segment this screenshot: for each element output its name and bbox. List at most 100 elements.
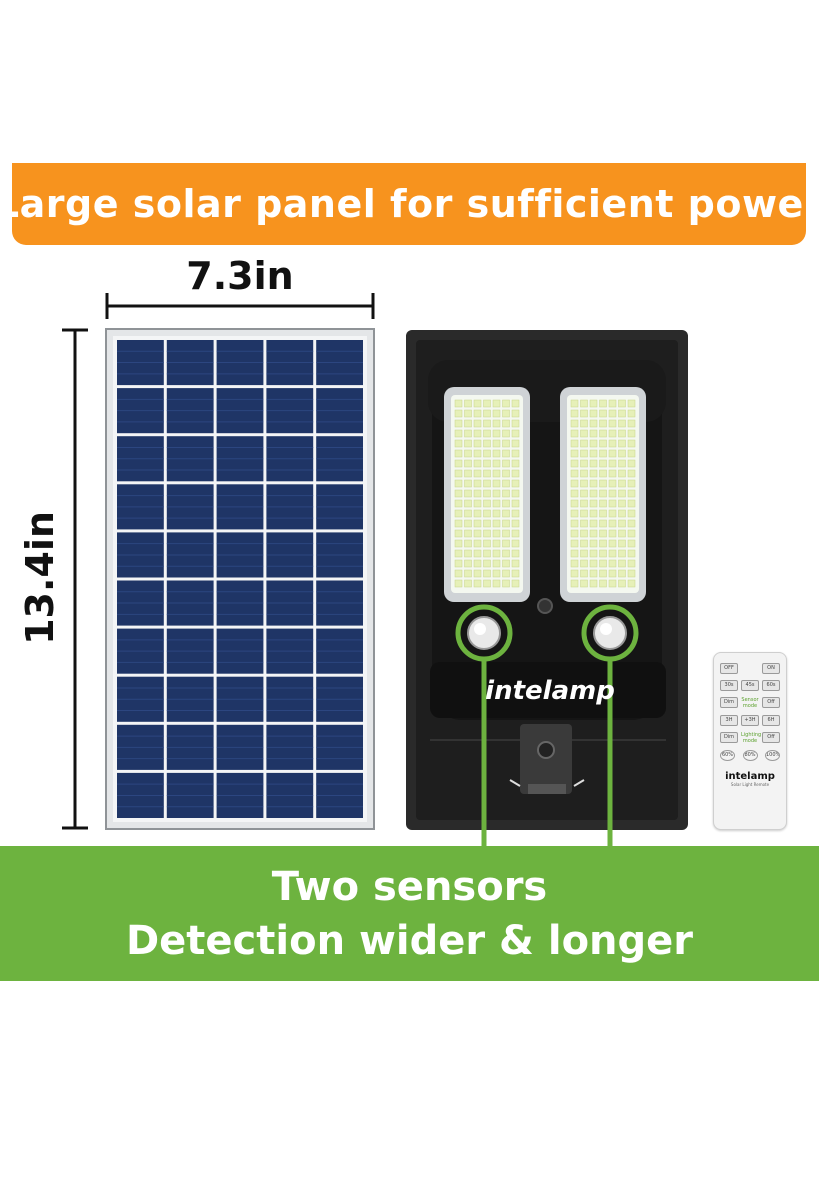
led-chip <box>483 579 491 588</box>
remote-lighting-dim-button: Dim <box>720 732 738 743</box>
led-chip <box>589 439 598 448</box>
led-chip <box>627 419 636 428</box>
light-sensor-icon <box>537 598 553 614</box>
led-chip <box>589 489 598 498</box>
led-chip <box>570 559 579 568</box>
led-chip <box>511 399 520 408</box>
led-chip <box>599 469 607 478</box>
led-chip <box>589 449 598 458</box>
led-chip <box>473 499 482 508</box>
led-chip <box>570 459 579 468</box>
led-chip <box>473 549 482 558</box>
led-chip <box>511 579 520 588</box>
led-chip <box>511 539 520 548</box>
led-chip <box>473 539 482 548</box>
led-chip <box>464 499 472 508</box>
led-chip <box>599 409 607 418</box>
led-chip <box>608 439 617 448</box>
led-chip <box>580 549 588 558</box>
led-chip <box>580 469 588 478</box>
led-chip <box>570 419 579 428</box>
led-chip <box>473 449 482 458</box>
led-chip <box>492 399 501 408</box>
led-chip <box>454 549 463 558</box>
led-chip <box>618 419 626 428</box>
led-chip <box>454 579 463 588</box>
led-chip <box>618 529 626 538</box>
led-chip <box>599 499 607 508</box>
led-chip <box>618 479 626 488</box>
width-dimension-label: 7.3in <box>186 254 294 298</box>
led-chip <box>570 489 579 498</box>
led-chip <box>627 579 636 588</box>
led-chip <box>511 489 520 498</box>
led-chip <box>608 509 617 518</box>
logo-strip <box>430 662 666 718</box>
led-chip <box>618 509 626 518</box>
led-chip <box>618 559 626 568</box>
led-chip <box>454 419 463 428</box>
led-chip <box>464 529 472 538</box>
led-chip <box>618 579 626 588</box>
led-chip <box>608 569 617 578</box>
led-chip <box>589 479 598 488</box>
led-chip <box>502 439 510 448</box>
led-chip <box>580 409 588 418</box>
led-chip <box>483 499 491 508</box>
led-chip <box>473 469 482 478</box>
led-chip <box>464 489 472 498</box>
led-chip <box>580 489 588 498</box>
led-chip <box>502 409 510 418</box>
led-chip <box>627 539 636 548</box>
led-chip <box>589 579 598 588</box>
led-chip <box>492 559 501 568</box>
led-chip <box>473 439 482 448</box>
led-chip <box>589 519 598 528</box>
led-chip <box>502 459 510 468</box>
led-chip <box>473 569 482 578</box>
led-chip <box>473 479 482 488</box>
led-chip <box>570 519 579 528</box>
led-chip <box>618 449 626 458</box>
led-chip <box>483 469 491 478</box>
led-chip <box>608 549 617 558</box>
led-chip <box>483 419 491 428</box>
led-chip <box>492 569 501 578</box>
solar-light-body <box>406 330 688 830</box>
led-chip <box>589 419 598 428</box>
led-chip <box>483 479 491 488</box>
led-chip <box>580 579 588 588</box>
led-chip <box>502 519 510 528</box>
led-chip <box>464 409 472 418</box>
led-chip <box>464 479 472 488</box>
led-chip <box>473 459 482 468</box>
led-chip <box>502 559 510 568</box>
led-chip <box>454 439 463 448</box>
led-chip <box>608 479 617 488</box>
led-chip <box>483 509 491 518</box>
led-chip <box>627 519 636 528</box>
led-chip <box>464 419 472 428</box>
led-chip <box>454 399 463 408</box>
led-chip <box>608 489 617 498</box>
remote-sensor-off-button: Off <box>762 697 780 708</box>
led-chip <box>627 559 636 568</box>
led-chip <box>608 519 617 528</box>
remote-subtitle: Solar Light Remote <box>730 782 770 787</box>
sensor-banner: Two sensors Detection wider & longer <box>0 846 819 981</box>
remote-sensor-dim-button: Dim <box>720 697 738 708</box>
led-chip <box>492 409 501 418</box>
led-chip <box>627 479 636 488</box>
led-chip <box>464 399 472 408</box>
led-chip <box>473 579 482 588</box>
led-chip <box>589 509 598 518</box>
led-chip <box>627 429 636 438</box>
led-chip <box>608 539 617 548</box>
led-chip <box>511 479 520 488</box>
led-chip <box>454 509 463 518</box>
led-chip <box>608 469 617 478</box>
led-chip <box>580 419 588 428</box>
led-chip <box>618 469 626 478</box>
led-chip <box>618 399 626 408</box>
